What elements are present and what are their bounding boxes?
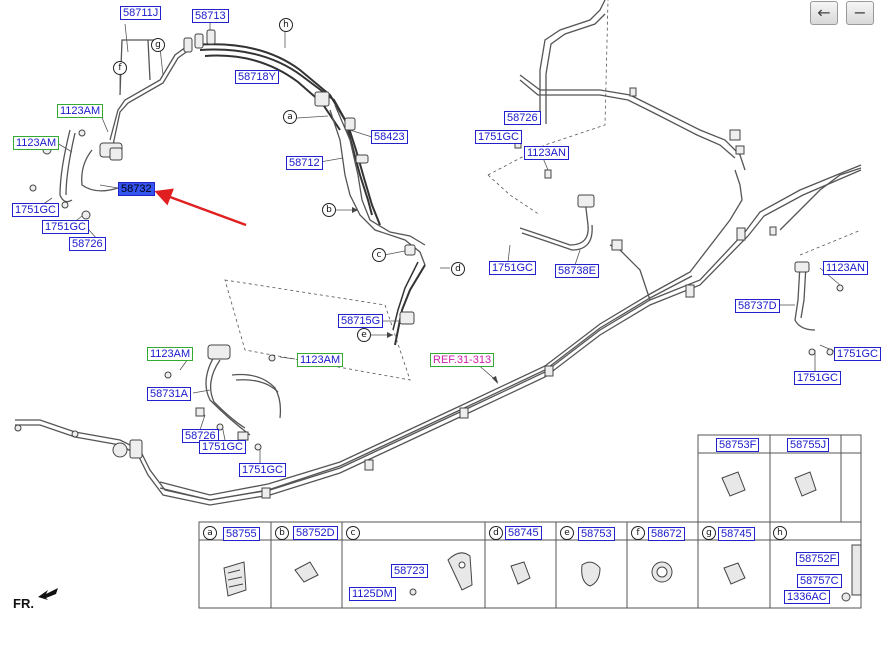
part-label-1751GC[interactable]: 1751GC	[239, 463, 286, 477]
part-label-58718Y[interactable]: 58718Y	[235, 70, 279, 84]
part-label-58726[interactable]: 58726	[504, 111, 541, 125]
part-label-1751GC[interactable]: 1751GC	[12, 203, 59, 217]
part-label-1751GC[interactable]: 1751GC	[475, 130, 522, 144]
part-label-1125DM[interactable]: 1125DM	[349, 587, 396, 601]
legend-part-58745[interactable]: 58745	[505, 526, 542, 540]
part-label-58738E[interactable]: 58738E	[555, 264, 599, 278]
part-label-1336AC[interactable]: 1336AC	[784, 590, 830, 604]
legend-letter-c: c	[346, 526, 360, 540]
part-label-58757C[interactable]: 58757C	[797, 574, 842, 588]
part-label-58712[interactable]: 58712	[286, 156, 323, 170]
part-label-1123AM[interactable]: 1123AM	[13, 136, 60, 150]
minimize-icon: −	[853, 3, 867, 22]
legend-part-58755[interactable]: 58755	[223, 527, 260, 541]
legend-letter-d: d	[489, 526, 503, 540]
part-label-58423[interactable]: 58423	[371, 130, 408, 144]
callout-h: h	[279, 18, 293, 32]
part-label-58723[interactable]: 58723	[391, 564, 428, 578]
part-label-58752F[interactable]: 58752F	[796, 552, 840, 566]
legend-letter-f: f	[631, 526, 645, 540]
callout-c: c	[372, 248, 386, 262]
legend-letter-h: h	[773, 526, 787, 540]
part-label-1123AM[interactable]: 1123AM	[57, 104, 104, 118]
minimize-button[interactable]: −	[846, 1, 874, 25]
legend-letter-a: a	[203, 526, 217, 540]
callout-d: d	[451, 262, 465, 276]
callout-a: a	[283, 110, 297, 124]
back-button[interactable]: ←	[810, 1, 838, 25]
callout-b: b	[322, 203, 336, 217]
part-label-58732-highlighted[interactable]: 58732	[118, 182, 155, 196]
part-label-1123AN[interactable]: 1123AN	[823, 261, 868, 275]
legend-letter-b: b	[275, 526, 289, 540]
part-label-1751GC[interactable]: 1751GC	[834, 347, 881, 361]
part-label-1123AM[interactable]: 1123AM	[147, 347, 194, 361]
part-label-1751GC[interactable]: 1751GC	[199, 440, 246, 454]
part-label-1123AM[interactable]: 1123AM	[297, 353, 344, 367]
legend-part-58755J[interactable]: 58755J	[787, 438, 830, 452]
legend-letter-e: e	[560, 526, 574, 540]
callout-g: g	[151, 38, 165, 52]
part-label-1751GC[interactable]: 1751GC	[794, 371, 841, 385]
callout-f: f	[113, 61, 127, 75]
legend-part-58753F[interactable]: 58753F	[716, 438, 760, 452]
part-label-1751GC[interactable]: 1751GC	[42, 220, 89, 234]
legend-letter-g: g	[702, 526, 716, 540]
back-arrow-icon: ←	[817, 3, 831, 22]
part-label-58737D[interactable]: 58737D	[735, 299, 780, 313]
part-label-58711J[interactable]: 58711J	[120, 6, 162, 20]
front-direction-label: FR.	[13, 596, 34, 611]
part-label-1751GC[interactable]: 1751GC	[489, 261, 536, 275]
legend-part-58752D[interactable]: 58752D	[293, 526, 338, 540]
part-label-58713[interactable]: 58713	[192, 9, 229, 23]
part-label-58726[interactable]: 58726	[69, 237, 106, 251]
reference-label[interactable]: REF.31-313	[430, 353, 495, 367]
callout-e: e	[357, 328, 371, 342]
legend-part-58745[interactable]: 58745	[718, 527, 755, 541]
legend-part-58753[interactable]: 58753	[578, 527, 615, 541]
part-label-58715G[interactable]: 58715G	[338, 314, 384, 328]
part-label-1123AN[interactable]: 1123AN	[524, 146, 569, 160]
parts-diagram: ← − h g f a b c d e 58711J 58713 58718Y …	[12, 0, 881, 611]
part-label-58731A[interactable]: 58731A	[147, 387, 191, 401]
diagram-lines	[14, 0, 862, 609]
legend-part-58672[interactable]: 58672	[648, 527, 685, 541]
